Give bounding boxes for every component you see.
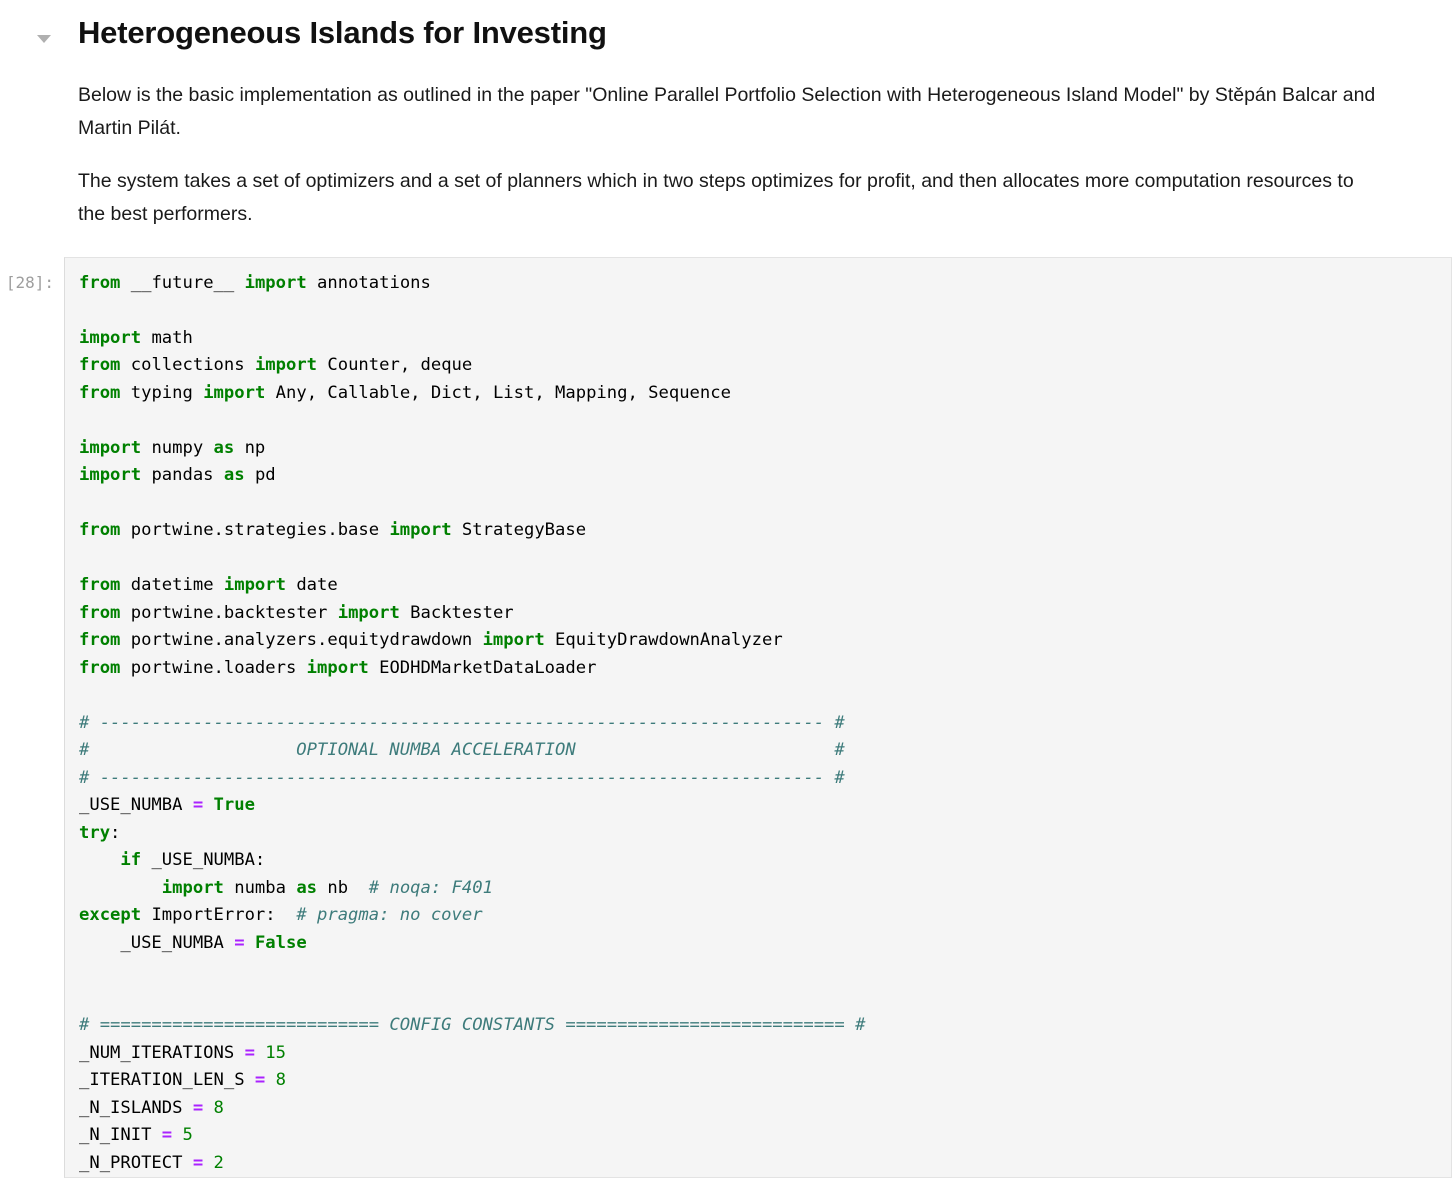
page-title: Heterogeneous Islands for Investing xyxy=(78,15,607,50)
source-code[interactable]: from __future__ import annotations impor… xyxy=(79,272,866,1173)
markdown-body: Heterogeneous Islands for Investing Belo… xyxy=(0,0,1456,231)
code-editor[interactable]: from __future__ import annotations impor… xyxy=(64,256,1452,1178)
markdown-cell[interactable]: Heterogeneous Islands for Investing Belo… xyxy=(0,0,1456,231)
code-cell-wrapper: [28]: from __future__ import annotations… xyxy=(0,256,1456,1178)
triangle-glyph xyxy=(37,35,51,43)
chevron-down-icon[interactable] xyxy=(33,28,55,50)
execution-count-prompt: [28]: xyxy=(5,272,54,292)
markdown-paragraph-2: The system takes a set of optimizers and… xyxy=(78,169,1354,225)
markdown-paragraph-1: Below is the basic implementation as out… xyxy=(78,83,1376,139)
